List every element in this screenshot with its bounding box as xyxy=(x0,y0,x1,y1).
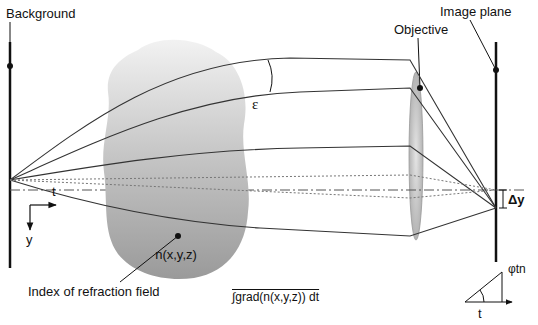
triangle-side xyxy=(502,272,503,302)
axis-arrow xyxy=(29,205,30,230)
part-name: Background xyxy=(6,6,75,21)
refraction-field-blob: n(x,y,z) xyxy=(98,32,254,282)
axis-arrow xyxy=(30,204,56,205)
part-name: Objective xyxy=(394,22,448,37)
t-direction-arrow xyxy=(465,302,512,303)
part-name: Index of refraction field xyxy=(28,284,160,299)
gradient-vector xyxy=(465,272,502,302)
deflection-angle-arc xyxy=(268,60,272,92)
leader-line xyxy=(470,20,496,70)
deflected-ray xyxy=(10,180,496,236)
axis-label: y xyxy=(26,232,33,247)
image-plane xyxy=(495,42,498,262)
angle-symbol: ε xyxy=(252,97,258,112)
field-formula: n(x,y,z) xyxy=(155,247,197,262)
optical-axis xyxy=(10,190,525,191)
axis-label: t xyxy=(478,306,482,321)
angle-symbol: φtn xyxy=(508,262,526,277)
angle-arc xyxy=(480,290,484,302)
blob-outline xyxy=(98,32,254,282)
deflected-ray xyxy=(10,58,496,208)
dimension-line xyxy=(503,190,504,208)
formula: ∫grad(n(x,y,z)) dt xyxy=(232,290,319,305)
dimension-label: Δy xyxy=(508,192,525,207)
background-screen xyxy=(9,42,12,268)
deflected-ray xyxy=(10,88,496,208)
undisturbed-ray xyxy=(10,175,496,190)
deflected-ray xyxy=(10,146,496,208)
leader-line xyxy=(418,38,420,88)
leader-line xyxy=(10,22,11,66)
undisturbed-ray xyxy=(10,180,496,198)
blob-fill xyxy=(103,40,249,279)
axis-label: t xyxy=(52,184,56,199)
part-name: Image plane xyxy=(440,4,512,19)
leader-line xyxy=(120,236,178,282)
